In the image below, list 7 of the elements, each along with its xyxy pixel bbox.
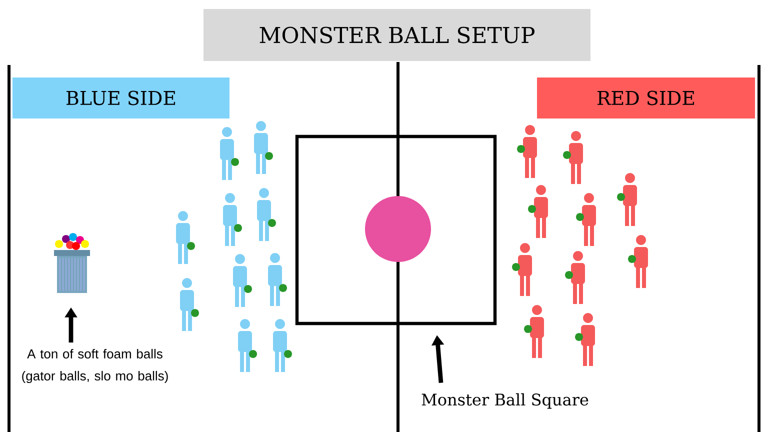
title-banner: MONSTER BALL SETUP (204, 9, 590, 61)
note-text: A ton of soft foam balls (gator balls, slo mo balls) (22, 348, 168, 384)
ball-bin-drawing (54, 233, 90, 293)
team-label: BLUE SIDE (12, 78, 230, 118)
team-label: RED SIDE (537, 78, 755, 118)
center-square (295, 134, 497, 326)
square-label: Monster Ball Square (422, 393, 588, 409)
